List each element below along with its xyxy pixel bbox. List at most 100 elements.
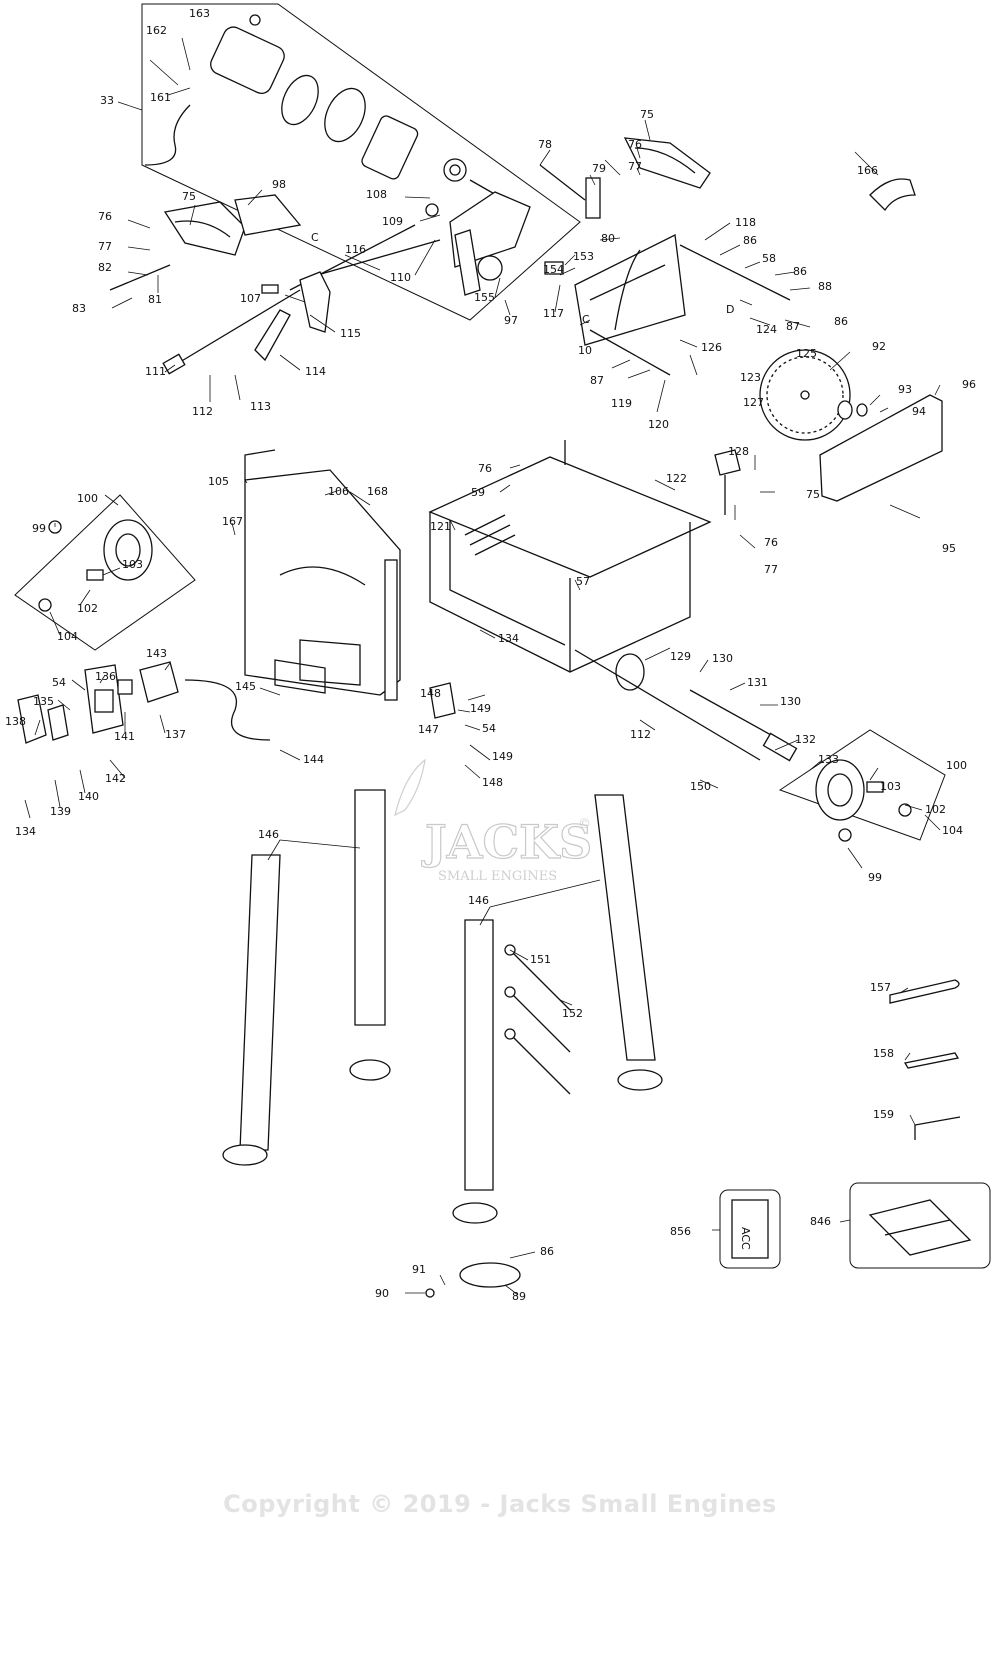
- dust-port: [869, 178, 916, 212]
- right-wheel-frame: [778, 729, 946, 841]
- blade-guard-bracket: [574, 234, 791, 376]
- callout-151: 151: [530, 953, 551, 966]
- blade-nut: [856, 403, 868, 417]
- callout-133: 133: [818, 753, 839, 766]
- leg-2: [349, 789, 391, 1081]
- table-insert-bracket: [714, 449, 741, 515]
- hex-key: [914, 1116, 961, 1140]
- blade-washer: [837, 400, 853, 420]
- callout-87: 87: [590, 374, 604, 387]
- callout-148: 148: [482, 776, 503, 789]
- callout-120: 120: [648, 418, 669, 431]
- callout-128: 128: [728, 445, 749, 458]
- callout-92: 92: [872, 340, 886, 353]
- callout-134: 134: [15, 825, 36, 838]
- blade-wrench: [889, 979, 960, 1004]
- callout-87: 87: [786, 320, 800, 333]
- callout-116: 116: [345, 243, 366, 256]
- callout-95: 95: [942, 542, 956, 555]
- table-top: [428, 440, 712, 673]
- callout-130: 130: [780, 695, 801, 708]
- callout-97: 97: [504, 314, 518, 327]
- callout-158: 158: [873, 1047, 894, 1060]
- callout-D: D: [726, 303, 734, 316]
- callout-149: 149: [470, 702, 491, 715]
- callout-134: 134: [498, 632, 519, 645]
- callout-109: 109: [382, 215, 403, 228]
- motor-assembly: [144, 14, 506, 201]
- callout-122: 122: [666, 472, 687, 485]
- callout-99: 99: [32, 522, 46, 535]
- callout-157: 157: [870, 981, 891, 994]
- callout-130: 130: [712, 652, 733, 665]
- callout-162: 162: [146, 24, 167, 37]
- callout-166: 166: [857, 164, 878, 177]
- callout-167: 167: [222, 515, 243, 528]
- callout-76: 76: [98, 210, 112, 223]
- callout-90: 90: [375, 1287, 389, 1300]
- callout-86: 86: [743, 234, 757, 247]
- callout-150: 150: [690, 780, 711, 793]
- callout-108: 108: [366, 188, 387, 201]
- callout-846: 846: [810, 1215, 831, 1228]
- callout-82: 82: [98, 261, 112, 274]
- callout-76: 76: [478, 462, 492, 475]
- callout-102: 102: [925, 803, 946, 816]
- callout-80: 80: [601, 232, 615, 245]
- acc-box-text: ACC: [739, 1227, 752, 1250]
- callout-121: 121: [430, 520, 451, 533]
- blade-guard: [819, 394, 943, 502]
- callout-115: 115: [340, 327, 361, 340]
- callout-75: 75: [806, 488, 820, 501]
- callout-135: 135: [33, 695, 54, 708]
- callout-132: 132: [795, 733, 816, 746]
- callout-856: 856: [670, 1225, 691, 1238]
- copyright-footer: Copyright © 2019 - Jacks Small Engines: [223, 1490, 777, 1518]
- callout-149: 149: [492, 750, 513, 763]
- callout-144: 144: [303, 753, 324, 766]
- callout-59: 59: [471, 486, 485, 499]
- callout-102: 102: [77, 602, 98, 615]
- callout-89: 89: [512, 1290, 526, 1303]
- callout-81: 81: [148, 293, 162, 306]
- callout-113: 113: [250, 400, 271, 413]
- callout-10: 10: [578, 344, 592, 357]
- callout-93: 93: [898, 383, 912, 396]
- height-adjust-shaft: [574, 649, 798, 762]
- motor-assembly-frame: [141, 3, 581, 321]
- callout-76: 76: [628, 138, 642, 151]
- callout-94: 94: [912, 405, 926, 418]
- callout-104: 104: [57, 630, 78, 643]
- callout-88: 88: [818, 280, 832, 293]
- left-trunnion: [109, 194, 441, 375]
- callout-77: 77: [764, 563, 778, 576]
- callout-75: 75: [182, 190, 196, 203]
- left-wheel-frame: [14, 494, 196, 651]
- callout-107: 107: [240, 292, 261, 305]
- callout-100: 100: [77, 492, 98, 505]
- callout-142: 142: [105, 772, 126, 785]
- callout-137: 137: [165, 728, 186, 741]
- callout-98: 98: [272, 178, 286, 191]
- callout-99: 99: [868, 871, 882, 884]
- callout-118: 118: [735, 216, 756, 229]
- callout-126: 126: [701, 341, 722, 354]
- leg-foot: [459, 1262, 521, 1288]
- callout-86: 86: [834, 315, 848, 328]
- callout-112: 112: [630, 728, 651, 741]
- callout-54: 54: [482, 722, 496, 735]
- watermark-text: JACKS: [421, 815, 592, 869]
- foot-bolt: [425, 1288, 435, 1298]
- arbor-wrench: [903, 1052, 960, 1069]
- arbor-bracket: [449, 191, 564, 296]
- callout-127: 127: [743, 396, 764, 409]
- callout-58: 58: [762, 252, 776, 265]
- leg-3: [452, 919, 498, 1224]
- callout-163: 163: [189, 7, 210, 20]
- callout-129: 129: [670, 650, 691, 663]
- crank-bracket: [429, 682, 456, 719]
- callout-105: 105: [208, 475, 229, 488]
- callout-125: 125: [796, 347, 817, 360]
- callout-103: 103: [122, 558, 143, 571]
- callout-100: 100: [946, 759, 967, 772]
